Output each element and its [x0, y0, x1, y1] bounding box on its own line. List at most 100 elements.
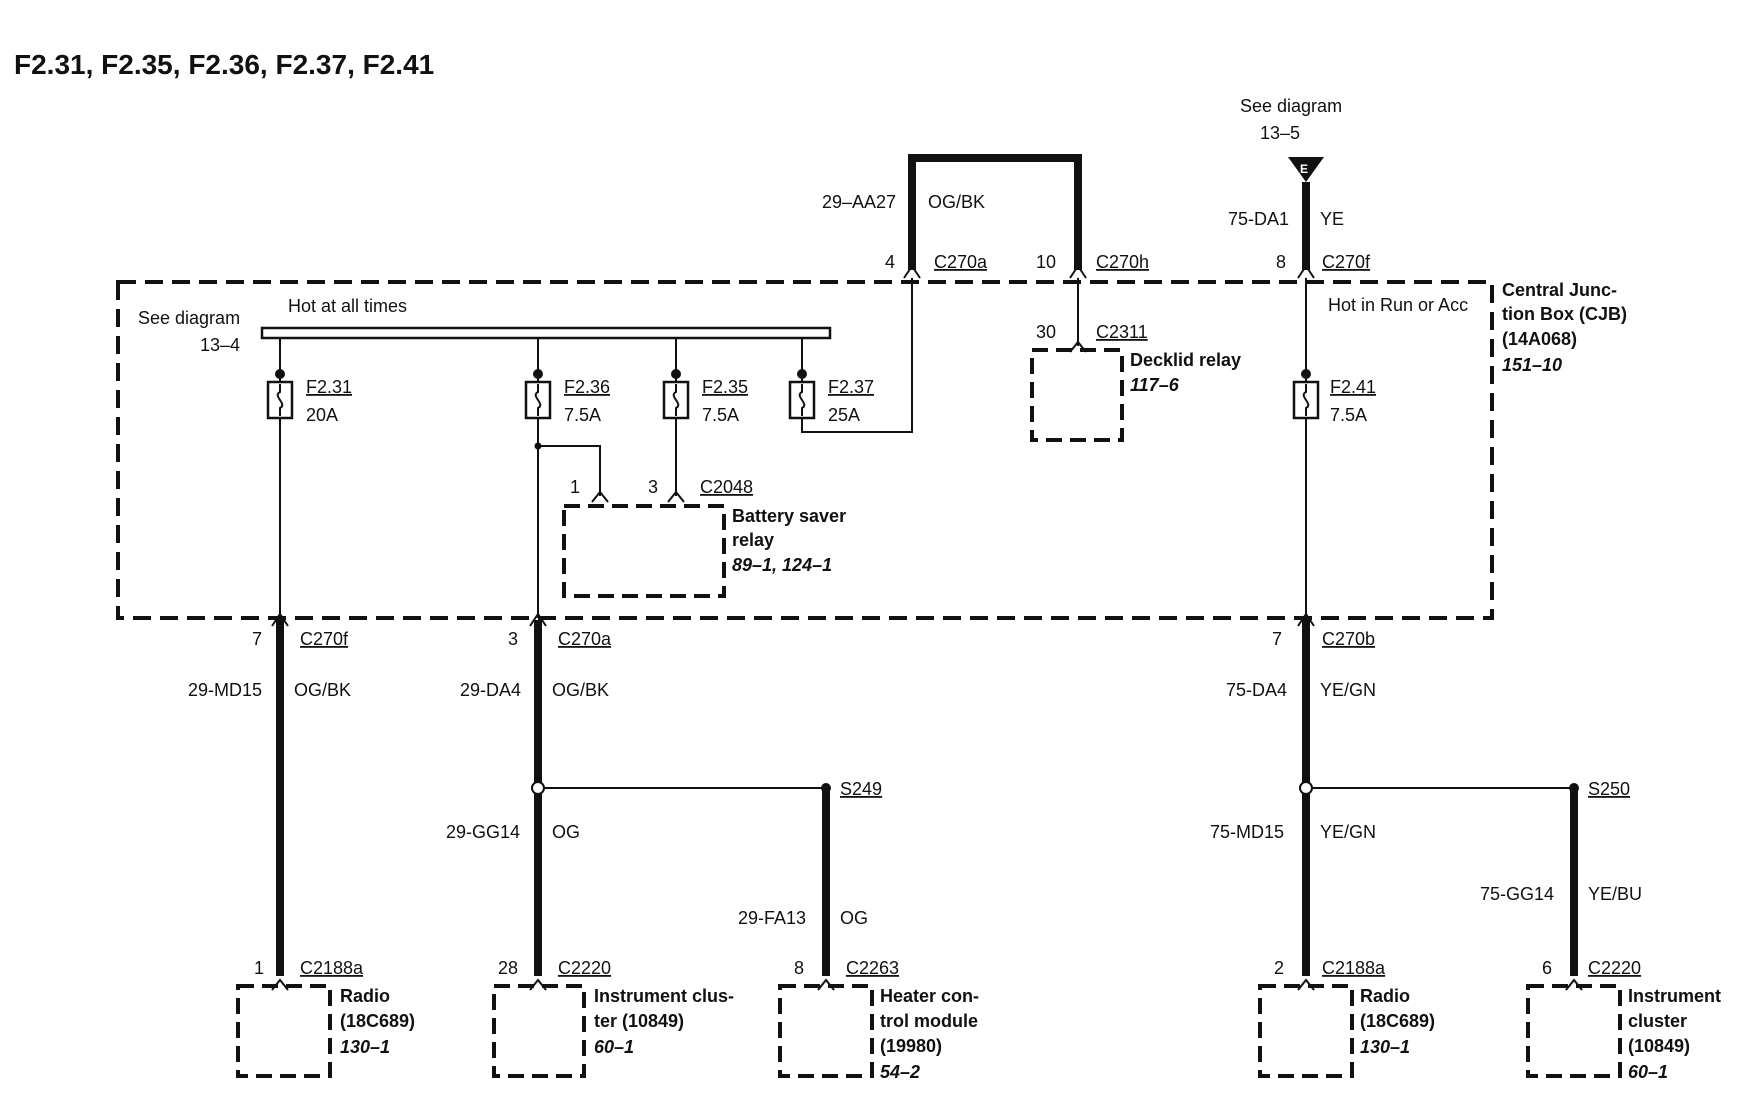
wire-gg14-color: OG: [552, 822, 580, 842]
fuse-f237: F2.37 25A: [788, 377, 874, 425]
component-heater-module-connector: C2263: [846, 958, 899, 978]
bus-tap-dot: [533, 369, 543, 379]
component-cluster-1-line2: ter (10849): [594, 1011, 684, 1031]
connector-arrow-icon: [529, 612, 547, 627]
fuse-f236-name: F2.36: [564, 377, 610, 397]
cjb-label-line2: tion Box (CJB): [1502, 304, 1627, 324]
component-cluster-2-line3: (10849): [1628, 1036, 1690, 1056]
connector-arrow-icon: [667, 490, 685, 503]
bus-tap-dot: [797, 369, 807, 379]
loop-wire: [908, 154, 1082, 270]
component-cluster-2-box: [1526, 984, 1622, 1078]
wire-da4-circuit: 29-DA4: [460, 680, 521, 700]
component-cluster-2: 6 C2220 Instrument cluster (10849) 60–1: [1526, 958, 1721, 1082]
decklid-relay: 30 C2311 Decklid relay 117–6: [1030, 322, 1241, 442]
component-cluster-1-line1: Instrument clus-: [594, 986, 734, 1006]
component-heater-module-line2: trol module: [880, 1011, 978, 1031]
feed-wire-color: YE: [1320, 209, 1344, 229]
fuse-f235-name: F2.35: [702, 377, 748, 397]
wire-gg14-75-circuit: 75-GG14: [1480, 884, 1554, 904]
fuse-element-icon: [534, 384, 542, 416]
splice-dot: [1569, 783, 1579, 793]
component-cluster-2-line2: cluster: [1628, 1011, 1687, 1031]
fuse-element-icon: [1302, 384, 1310, 416]
decklid-relay-connector: C2311: [1096, 322, 1148, 342]
wire-md15-75-color: YE/GN: [1320, 822, 1376, 842]
bus-ref-line1: See diagram: [138, 308, 240, 328]
fuse-f237-name: F2.37: [828, 377, 874, 397]
decklid-relay-box: [1030, 348, 1124, 442]
wire-fa13-circuit: 29-FA13: [738, 908, 806, 928]
connector-c270a-top-pin: 4: [885, 252, 895, 272]
battery-saver-connector: C2048: [700, 477, 753, 497]
splice-s250-label: S250: [1588, 779, 1630, 799]
fuse-f231: F2.31 20A: [266, 377, 352, 425]
component-radio-1-box: [236, 984, 332, 1078]
splice-s249-label: S249: [840, 779, 882, 799]
wire-da4-75-circuit: 75-DA4: [1226, 680, 1287, 700]
top-reference-line1: See diagram: [1240, 96, 1342, 116]
fuse-f241-name: F2.41: [1330, 377, 1376, 397]
connector-c270b-bottom-pin: 7: [1272, 629, 1282, 649]
component-heater-module: 8 C2263 Heater con- trol module (19980) …: [778, 958, 979, 1082]
component-radio-2-pin: 2: [1274, 958, 1284, 978]
fuse-f241: F2.41 7.5A: [1292, 377, 1376, 425]
wire-md15-circuit: 29-MD15: [188, 680, 262, 700]
connector-c270a-bottom-name: C270a: [558, 629, 612, 649]
connector-c270a-top: 4 C270a: [885, 252, 988, 279]
component-cluster-1: 28 C2220 Instrument clus- ter (10849) 60…: [492, 958, 734, 1078]
bus-tap-dot: [275, 369, 285, 379]
connector-arrow-icon: [817, 978, 835, 991]
component-radio-2-line2: (18C689): [1360, 1011, 1435, 1031]
wire-da4-color: OG/BK: [552, 680, 609, 700]
diagram-title: F2.31, F2.35, F2.36, F2.37, F2.41: [14, 49, 434, 80]
component-radio-1-line1: Radio: [340, 986, 390, 1006]
connector-arrow-icon: [591, 490, 609, 503]
bus-tap-dot: [1301, 369, 1311, 379]
component-heater-module-page: 54–2: [880, 1062, 920, 1082]
component-cluster-1-connector: C2220: [558, 958, 611, 978]
connector-arrow-icon: [1069, 264, 1087, 279]
connector-arrow-icon: [1069, 340, 1087, 353]
loop-wire-circuit: 29–AA27: [822, 192, 896, 212]
wire-fa13-color: OG: [840, 908, 868, 928]
battery-saver-line1: Battery saver: [732, 506, 846, 526]
top-reference: See diagram 13–5 E: [1240, 96, 1342, 182]
decklid-relay-page: 117–6: [1130, 375, 1180, 395]
bus-ref-line2: 13–4: [200, 335, 240, 355]
battery-saver-relay: 1 3 C2048 Battery saver relay 89–1, 124–…: [562, 477, 846, 598]
central-junction-box-outline: [116, 280, 1494, 620]
component-heater-module-pin: 8: [794, 958, 804, 978]
battery-saver-page: 89–1, 124–1: [732, 555, 832, 575]
connector-c270a-bottom-pin: 3: [508, 629, 518, 649]
connector-arrow-icon: [1297, 264, 1315, 279]
connector-arrow-icon: [271, 612, 289, 627]
wire-md15-75-circuit: 75-MD15: [1210, 822, 1284, 842]
fuse-element-icon: [276, 384, 284, 416]
fuse-f231-rating: 20A: [306, 405, 338, 425]
fuse-f231-name: F2.31: [306, 377, 352, 397]
component-radio-1-connector: C2188a: [300, 958, 364, 978]
fuse-element-icon: [672, 384, 680, 416]
component-radio-2-connector: C2188a: [1322, 958, 1386, 978]
loop-wire-color: OG/BK: [928, 192, 985, 212]
reference-symbol: E: [1300, 162, 1308, 176]
fuse-f241-rating: 7.5A: [1330, 405, 1367, 425]
fuse-f236: F2.36 7.5A: [524, 377, 610, 425]
connector-arrow-icon: [903, 264, 921, 279]
connector-c270b-bottom: 7 C270b: [1272, 612, 1375, 649]
bus-tap-dot: [671, 369, 681, 379]
feed-wire-circuit: 75-DA1: [1228, 209, 1289, 229]
connector-c270f-bottom-name: C270f: [300, 629, 349, 649]
battery-saver-pin1: 1: [570, 477, 580, 497]
run-label: Hot in Run or Acc: [1328, 295, 1468, 315]
splice-dot: [531, 781, 545, 795]
connector-c270f-top-name: C270f: [1322, 252, 1371, 272]
junction-dot: [534, 442, 542, 450]
component-radio-2-page: 130–1: [1360, 1037, 1410, 1057]
fuse-f236-rating: 7.5A: [564, 405, 601, 425]
component-heater-module-line1: Heater con-: [880, 986, 979, 1006]
connector-c270b-bottom-name: C270b: [1322, 629, 1375, 649]
component-radio-2: 2 C2188a Radio (18C689) 130–1: [1258, 958, 1435, 1078]
wire-md15-color: OG/BK: [294, 680, 351, 700]
